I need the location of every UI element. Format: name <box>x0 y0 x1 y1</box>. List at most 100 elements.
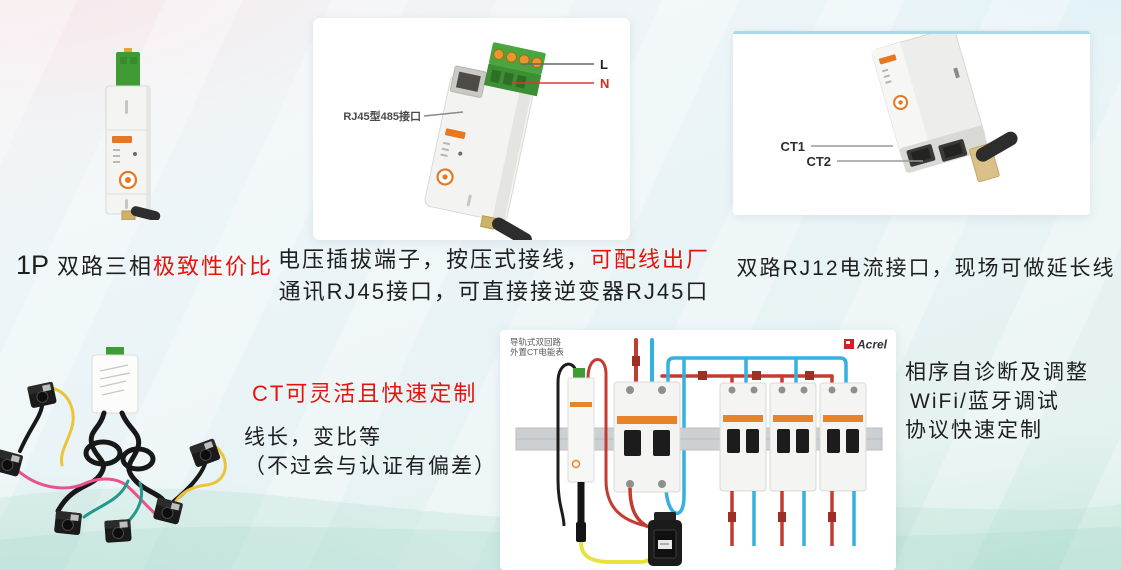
toggle <box>727 429 740 453</box>
toggle <box>653 430 670 456</box>
ct-clamp <box>152 496 184 526</box>
caption-ct-custom-detail: 线长，变比等 （不过会与认证有偏差） <box>244 423 497 481</box>
breaker-body <box>769 382 817 492</box>
led-mark <box>113 149 120 151</box>
breaker-body <box>819 382 867 492</box>
terminal-screw <box>493 48 505 60</box>
terminal-slot <box>120 57 127 64</box>
led-mark <box>883 74 890 79</box>
round-button-dot <box>125 177 131 183</box>
round-button-dot <box>442 174 448 180</box>
antenna-icon <box>492 217 532 246</box>
acrel-logo-text: Acrel <box>856 338 888 352</box>
pink-wire <box>14 467 164 521</box>
terminal <box>626 386 634 394</box>
body-shading <box>492 90 532 221</box>
line-l-label: L <box>600 57 608 72</box>
caption-ct-custom: CT可灵活且快速定制 <box>252 381 478 406</box>
wire-tag <box>828 512 836 522</box>
caption-custom-line2: （不过会与认证有偏差） <box>244 455 497 478</box>
circuit-breaker <box>769 382 817 546</box>
wire-tag <box>805 371 814 380</box>
wire-tag <box>778 512 786 522</box>
led-mark <box>881 68 889 73</box>
vent-slot <box>466 194 472 207</box>
rj45-port-label: RJ45型485接口 <box>343 109 421 123</box>
toggle <box>624 430 641 456</box>
ct-clamp <box>53 510 83 536</box>
meter-product-photo <box>94 48 174 222</box>
wiring-title-line2: 外置CT电能表 <box>510 347 564 357</box>
terminal <box>800 386 808 394</box>
wire-tag <box>752 371 761 380</box>
terminal-slot <box>515 74 527 89</box>
red-wire <box>628 487 649 529</box>
label-scribbles <box>99 364 131 396</box>
rj45-port-opening <box>455 71 481 92</box>
din-meter-bottom-view <box>871 11 1000 183</box>
round-button <box>571 459 581 469</box>
breaker-body <box>719 382 767 492</box>
toggle <box>746 429 759 453</box>
ct1-label: CT1 <box>780 139 805 154</box>
ct-clamp <box>188 437 222 469</box>
terminal <box>728 386 736 394</box>
din-meter-upright <box>105 48 161 222</box>
caption-feature-line2: WiFi/蓝牙调试 <box>910 390 1060 413</box>
din-meter-3d <box>424 42 546 246</box>
rj12-opening <box>942 142 963 159</box>
body-shading <box>146 87 150 213</box>
rj45-leader-line <box>423 111 464 117</box>
teal-wire <box>82 479 130 519</box>
round-button-dot <box>898 100 903 105</box>
toggle <box>827 429 840 453</box>
voltage-terminal-card: RJ45型485接口 L N <box>313 18 630 246</box>
ct-clamp <box>103 518 133 544</box>
terminal-screw <box>505 51 517 63</box>
caption-voltage-line2: 通讯RJ45接口，可直接接逆变器RJ45口 <box>278 279 710 304</box>
acrel-logo: Acrel <box>844 338 888 352</box>
toggle <box>846 429 859 453</box>
side-slot <box>953 67 960 79</box>
black-wire <box>556 362 579 527</box>
caption-voltage-line1-black: 电压插拔端子，按压式接线， <box>277 247 590 272</box>
wire-tag <box>728 512 736 522</box>
brand-badge <box>878 54 897 65</box>
caption-voltage-line1: 电压插拔端子，按压式接线，可配线出厂 <box>272 244 716 276</box>
vent-slot <box>125 100 128 114</box>
terminal <box>658 386 666 394</box>
brand-stripe <box>823 415 863 422</box>
yellow-wire <box>174 443 227 503</box>
led-mark <box>885 80 892 84</box>
terminal-slot <box>489 69 502 84</box>
antenna-icon <box>975 131 1018 162</box>
caption-feature-line3: 协议快速定制 <box>905 419 1043 442</box>
ct-clamp <box>26 381 58 409</box>
brand-stripe <box>617 416 677 424</box>
acrel-logo-notch <box>846 341 850 344</box>
terminal <box>658 480 666 488</box>
ct-port-card: CT1 CT2 <box>733 11 1090 215</box>
yellow-wire <box>50 386 75 467</box>
led-mark <box>442 141 451 146</box>
circuit-breaker <box>719 382 767 546</box>
terminal <box>626 480 634 488</box>
rj12-opening <box>910 147 932 164</box>
led-mark <box>113 161 120 163</box>
green-terminal <box>106 347 124 357</box>
ct2-label: CT2 <box>806 154 831 169</box>
led-dot <box>458 151 463 156</box>
brand-stripe <box>773 415 813 422</box>
terminal-slot <box>502 72 514 86</box>
toggle <box>777 429 790 453</box>
caption-rj12-ports: 双路RJ12电流接口，现场可做延长线 <box>736 257 1116 280</box>
terminal <box>828 386 836 394</box>
wiring-diagram-card: 导轨式双回路 外置CT电能表 Acrel <box>500 330 896 570</box>
wiring-title-line1: 导轨式双回路 <box>510 337 562 347</box>
caption-voltage-line1-red: 可配线出厂 <box>590 247 711 272</box>
led-mark <box>113 155 120 157</box>
led-dot <box>133 152 137 156</box>
green-terminal <box>573 368 585 379</box>
